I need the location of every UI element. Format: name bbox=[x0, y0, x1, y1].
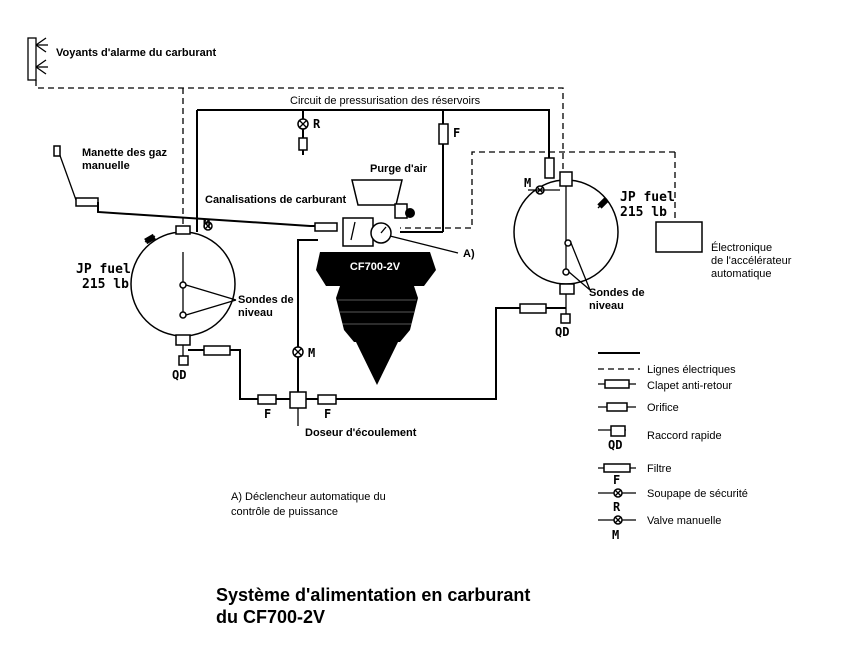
pressurization-line bbox=[197, 109, 550, 160]
legend-orifice: Orifice bbox=[647, 402, 679, 414]
legend-safety-valve: Soupape de sécurité bbox=[647, 488, 748, 500]
legend-filter-code: F bbox=[613, 473, 620, 487]
throttle-label-2: manuelle bbox=[82, 160, 130, 172]
right-qd-code: QD bbox=[555, 325, 569, 339]
legend-safety-valve-code: R bbox=[613, 500, 621, 514]
legend-qd-icon bbox=[610, 425, 626, 437]
fuel-line-to-engine bbox=[297, 239, 318, 392]
flow-meter-icon bbox=[289, 391, 307, 409]
fuel-lines-label: Canalisations de carburant bbox=[205, 194, 347, 206]
electrical-line-right bbox=[400, 151, 675, 229]
right-tank-label-2: 215 lb bbox=[620, 205, 667, 220]
engine-label: CF700-2V bbox=[350, 261, 401, 273]
left-filter-icon bbox=[257, 394, 277, 405]
right-check-valve-icon bbox=[519, 303, 547, 314]
legend: Lignes électriques Clapet anti-retour Or… bbox=[598, 352, 748, 542]
left-tank-fittings bbox=[144, 221, 237, 366]
electrical-line-top bbox=[35, 80, 564, 170]
autothrottle-box bbox=[655, 221, 703, 253]
throttle-label-1: Manette des gaz bbox=[82, 147, 167, 159]
legend-manual-valve: Valve manuelle bbox=[647, 515, 721, 527]
air-purge-label: Purge d'air bbox=[370, 163, 428, 175]
fuel-line-throttle bbox=[97, 202, 315, 227]
legend-filter: Filtre bbox=[647, 463, 671, 475]
left-probes-label-1: Sondes de bbox=[238, 294, 294, 306]
left-tank-label-2: 215 lb bbox=[82, 277, 129, 292]
right-manual-valve-code: M bbox=[524, 176, 531, 190]
left-probes-label-2: niveau bbox=[238, 307, 273, 319]
safety-valve-icon bbox=[297, 110, 309, 155]
flow-meter-label: Doseur d'écoulement bbox=[305, 427, 417, 439]
left-tank-label-1: JP fuel bbox=[76, 262, 131, 277]
left-manual-valve-code: M bbox=[203, 217, 210, 231]
legend-filter-icon bbox=[603, 463, 631, 473]
engine-icon bbox=[314, 179, 459, 385]
filter-top-icon bbox=[438, 110, 449, 232]
fuel-line-left-outlet bbox=[188, 349, 258, 400]
legend-manual-valve-code: M bbox=[612, 528, 619, 542]
right-filter-code: F bbox=[324, 407, 331, 421]
legend-quick-disconnect: Raccord rapide bbox=[647, 430, 722, 442]
legend-qd-code: QD bbox=[608, 438, 622, 452]
legend-check-valve: Clapet anti-retour bbox=[647, 380, 732, 392]
electronic-label-2: de l'accélérateur bbox=[711, 255, 792, 267]
electronic-label-1: Électronique bbox=[711, 241, 772, 254]
title-line-1: Système d'alimentation en carburant bbox=[216, 585, 530, 605]
note-a-line-1: A) Déclencheur automatique du bbox=[231, 491, 386, 503]
electronic-label-3: automatique bbox=[711, 268, 772, 280]
legend-electrical: Lignes électriques bbox=[647, 364, 736, 376]
throttle-lever-icon bbox=[53, 145, 99, 207]
pressurization-label: Circuit de pressurisation des réservoirs bbox=[290, 95, 481, 107]
safety-valve-code: R bbox=[313, 117, 321, 131]
right-filter-icon bbox=[317, 394, 337, 405]
left-qd-code: QD bbox=[172, 368, 186, 382]
legend-check-valve-icon bbox=[604, 379, 630, 389]
filter-top-code: F bbox=[453, 126, 460, 140]
warning-lights-label: Voyants d'alarme du carburant bbox=[56, 47, 216, 59]
legend-orifice-icon bbox=[606, 402, 628, 412]
title-line-2: du CF700-2V bbox=[216, 607, 325, 627]
right-tank-label-1: JP fuel bbox=[620, 190, 675, 205]
center-manual-valve-code: M bbox=[308, 346, 315, 360]
warning-lights-icon bbox=[27, 37, 48, 81]
note-a-line-2: contrôle de puissance bbox=[231, 506, 338, 518]
right-probes-label-1: Sondes de bbox=[589, 287, 645, 299]
left-check-valve-icon bbox=[203, 345, 231, 356]
left-filter-code: F bbox=[264, 407, 271, 421]
right-tank-fittings bbox=[528, 157, 609, 324]
fuel-line-right-outlet bbox=[336, 307, 520, 400]
marker-a: A) bbox=[463, 248, 475, 260]
right-probes-label-2: niveau bbox=[589, 300, 624, 312]
